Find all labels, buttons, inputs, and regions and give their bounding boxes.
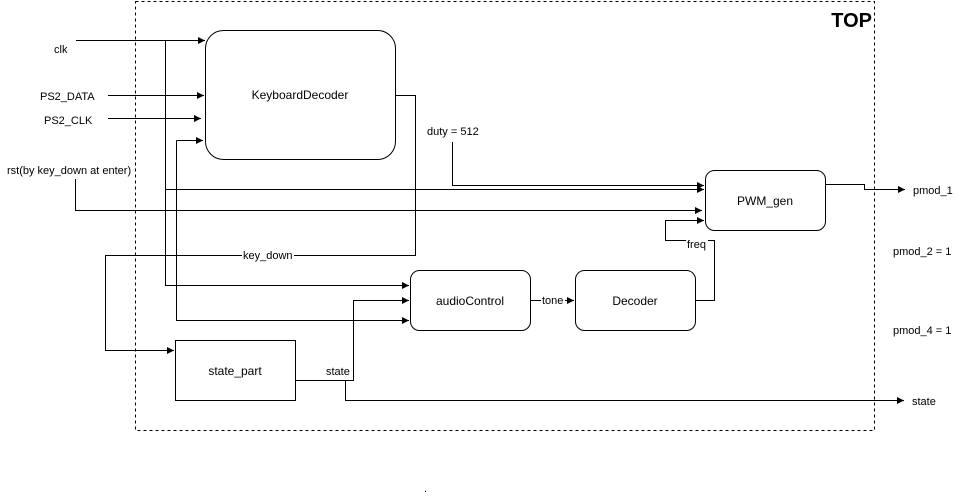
audio-control-block: audioControl [410,270,531,331]
clk-wire [76,37,409,289]
key-down-label: key_down [243,250,293,262]
pmod-1-wire [826,184,905,193]
rst-wire [75,179,702,214]
audio-control-label: audioControl [436,294,504,308]
pmod-2-output-label: pmod_2 = 1 [893,246,951,258]
pwm-gen-label: PWM_gen [737,194,793,208]
freq-label: freq [687,239,706,251]
rst-bus-wire [176,137,409,324]
state-part-label: state_part [208,364,262,378]
decoder-label: Decoder [612,294,657,308]
top-container [135,1,875,431]
keyboard-decoder-label: KeyboardDecoder [252,88,349,102]
tone-label-bg [541,294,565,306]
duty-label: duty = 512 [427,126,479,138]
pmod-4-output-label: pmod_4 = 1 [893,325,951,337]
top-label: TOP [831,10,872,32]
ps2-clk-input-label: PS2_CLK [44,115,93,127]
state-wire [296,297,904,404]
keyboard-decoder-block: KeyboardDecoder [205,30,396,160]
state-signal-label: state [326,366,350,378]
ps2-data-input-label: PS2_DATA [40,91,95,103]
footnote-dot: . [424,483,427,495]
clk-input-label: clk [54,44,68,56]
state-part-block: state_part [175,340,296,401]
rst-input-label: rst(by key_down at enter) [7,165,131,177]
state-output-label: state [912,396,936,408]
tone-label: tone [542,295,563,307]
duty-wire [452,142,704,189]
key-down-label-bg [242,249,294,261]
freq-label-bg [686,239,708,250]
pwm-gen-block: PWM_gen [705,170,826,231]
decoder-block: Decoder [575,270,696,331]
pmod-1-output-label: pmod_1 [913,185,953,197]
